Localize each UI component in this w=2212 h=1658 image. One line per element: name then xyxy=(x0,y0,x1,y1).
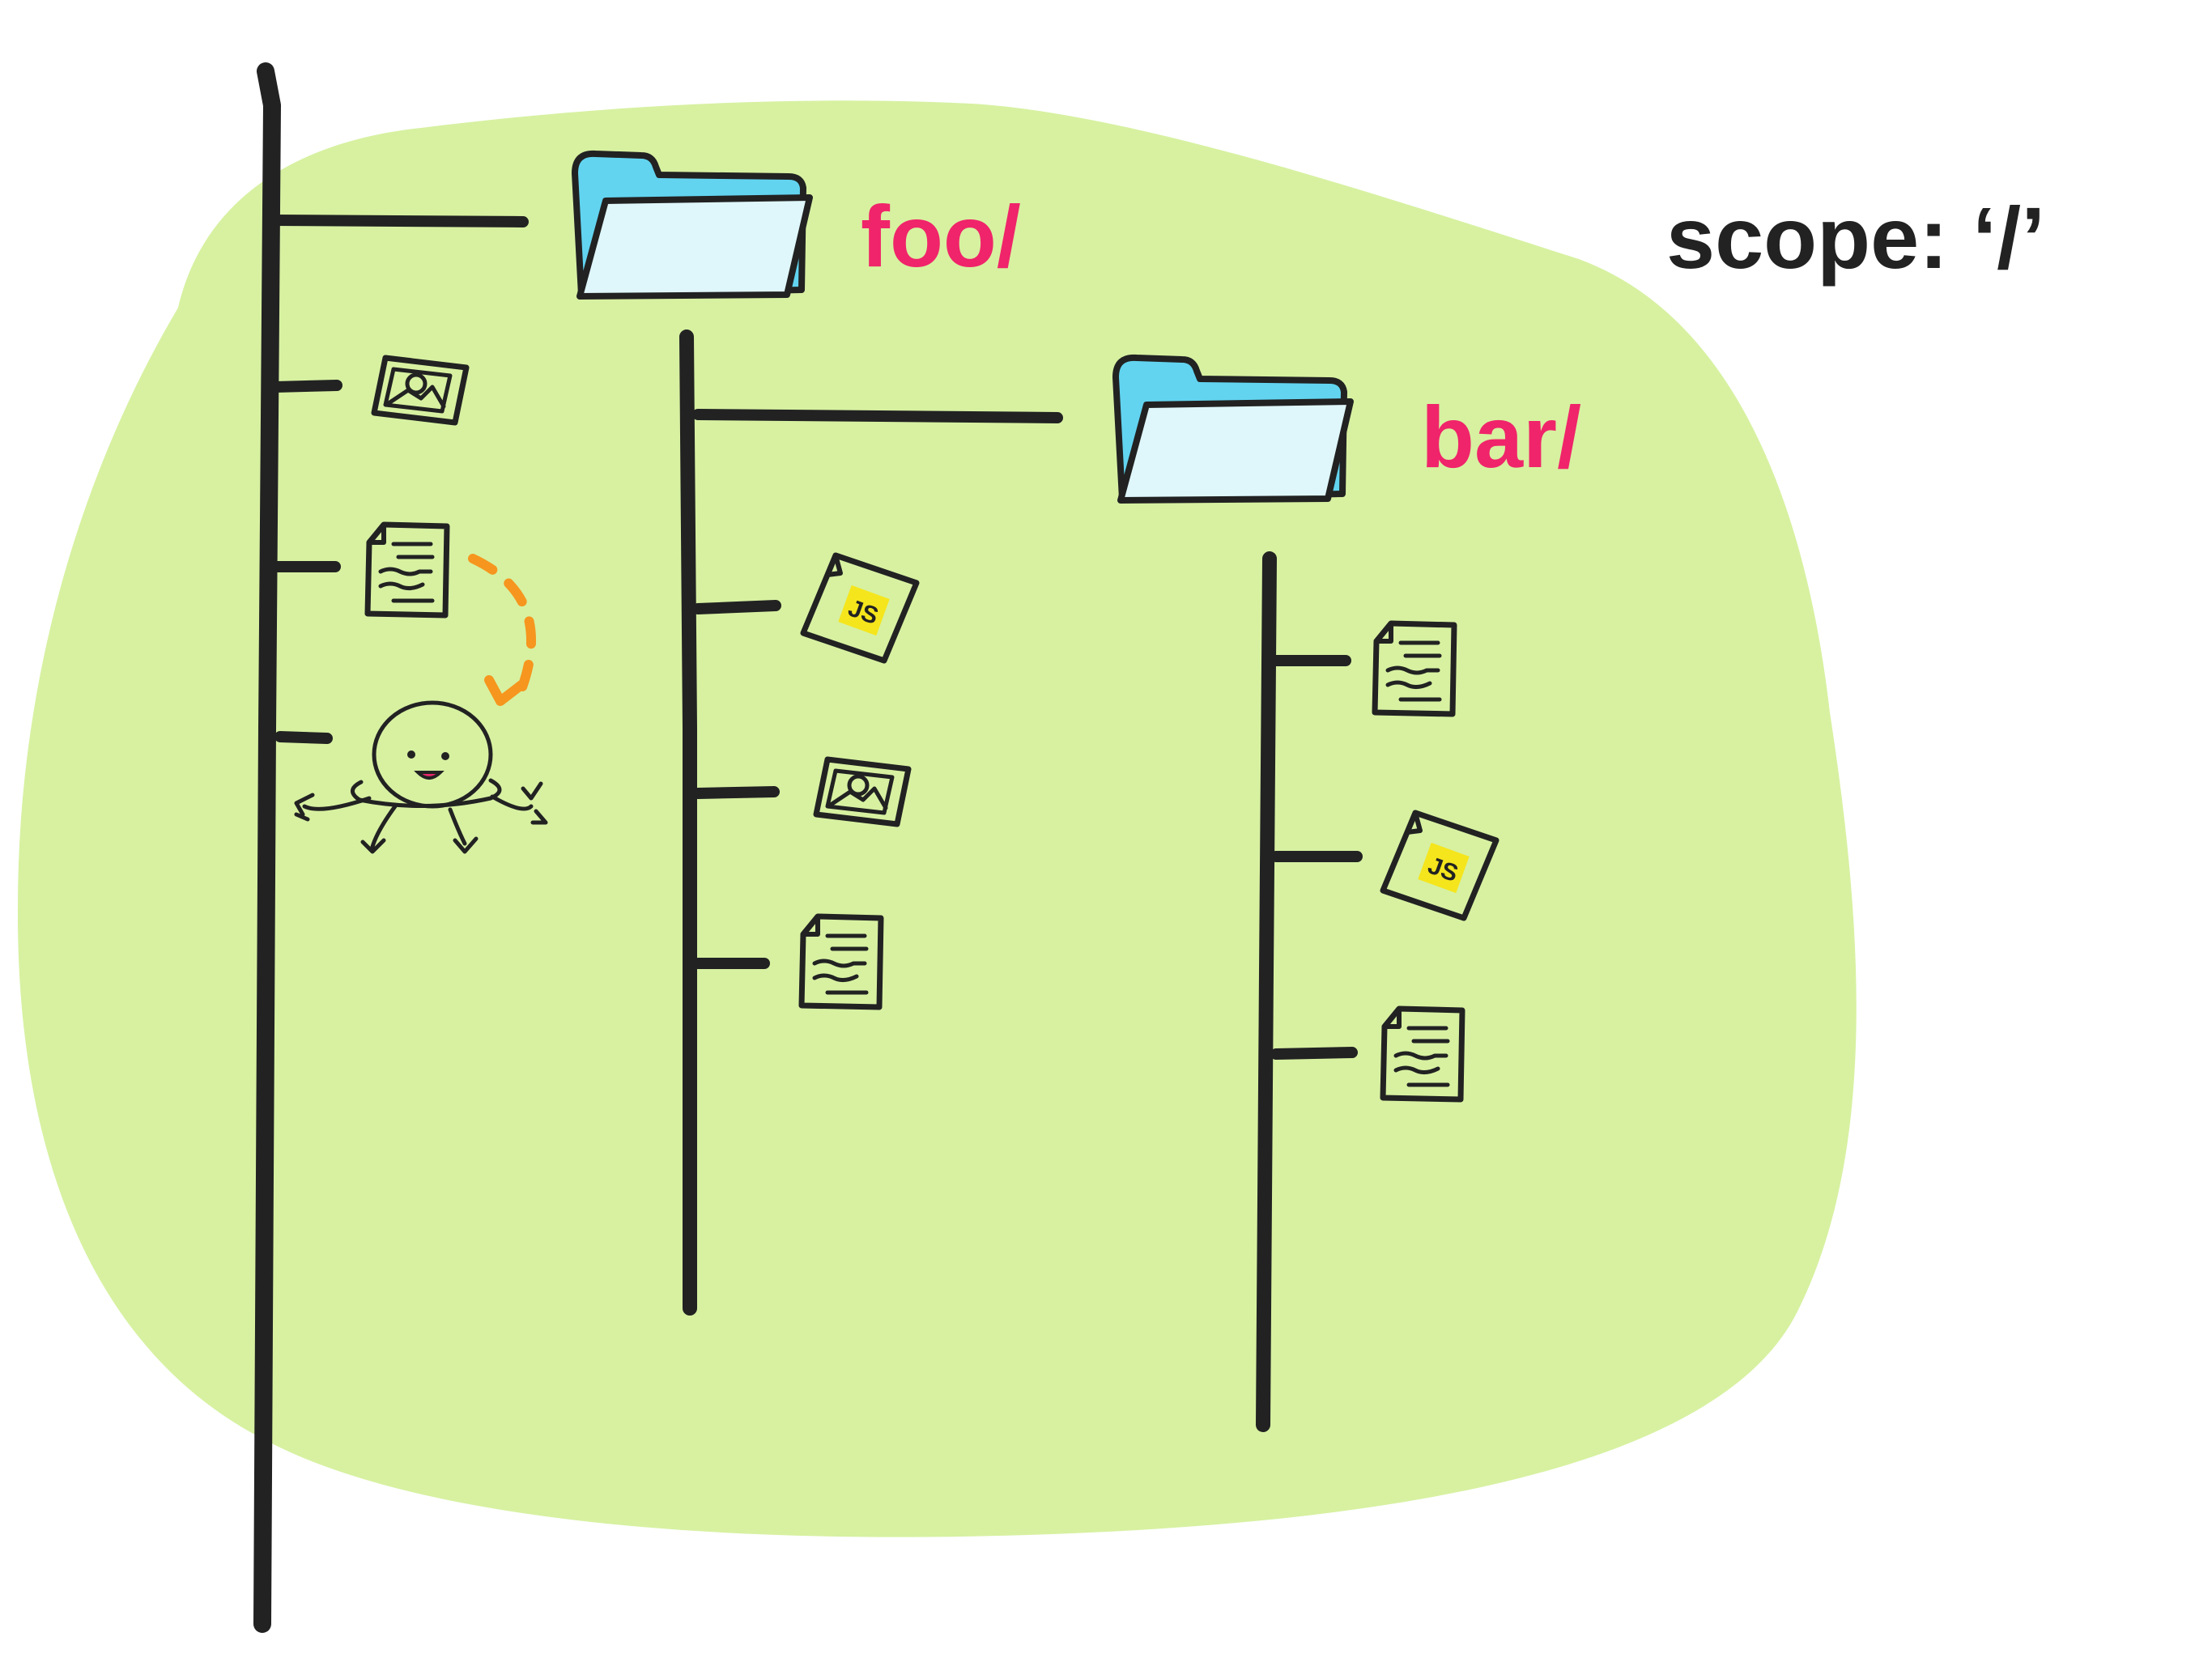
foo-folder-icon[interactable] xyxy=(575,154,810,296)
root-tree-line xyxy=(253,62,281,1633)
foo-tree-line xyxy=(679,329,697,1316)
bar-folder-icon[interactable] xyxy=(1116,358,1351,500)
octopus-mascot-icon[interactable] xyxy=(294,700,548,854)
root-branch-foo xyxy=(270,215,529,227)
foo-branch-bar xyxy=(692,409,1063,423)
bar-folder-label: bar/ xyxy=(1421,388,1582,486)
scope-label: scope: ‘/’ xyxy=(1666,189,2046,287)
foo-folder-label: foo/ xyxy=(861,187,1021,285)
root-branch-worker xyxy=(274,731,333,744)
foo-branch-js xyxy=(692,600,781,614)
bar-branch-text-2 xyxy=(1270,1047,1358,1060)
dashed-curved-arrow-icon xyxy=(468,554,537,706)
foo-branch-image xyxy=(692,786,780,799)
root-branch-image xyxy=(270,380,342,393)
bar-tree-line xyxy=(1256,551,1277,1432)
scope-region xyxy=(17,100,1857,1537)
